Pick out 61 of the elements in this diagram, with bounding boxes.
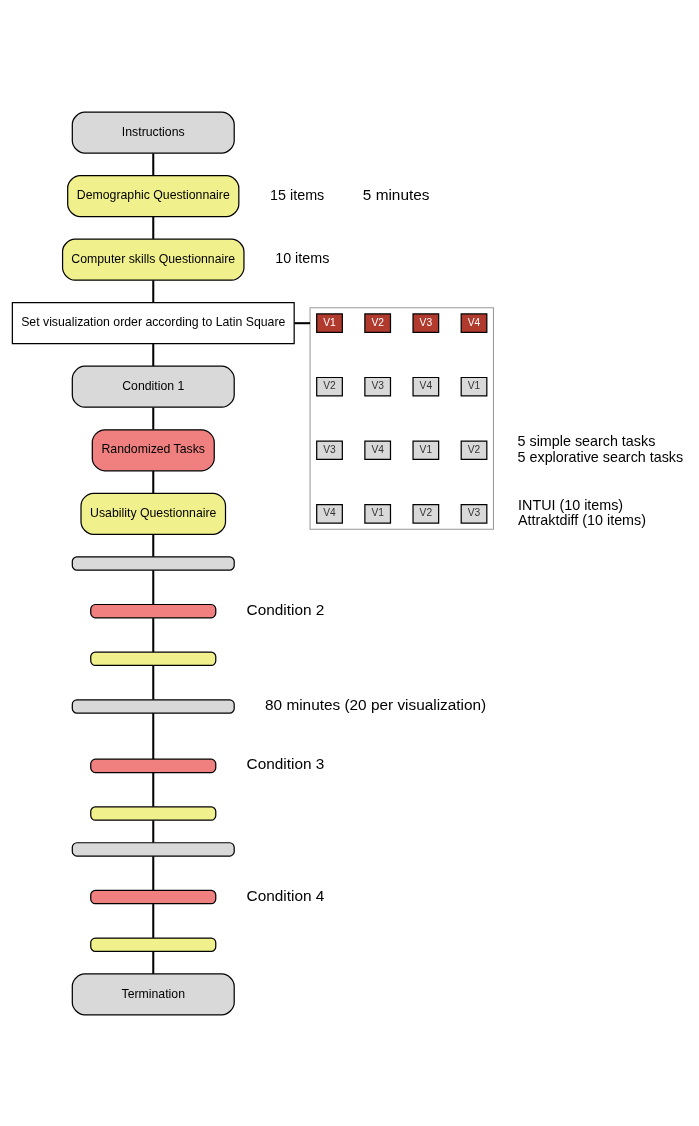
node-bar xyxy=(90,936,217,952)
node-box: V3 xyxy=(412,312,440,333)
node-box: V4 xyxy=(316,503,343,524)
label: Condition 3 xyxy=(246,754,325,772)
connector xyxy=(152,280,155,302)
node-box: V2 xyxy=(364,312,392,333)
node-bar xyxy=(71,698,235,714)
connector xyxy=(152,570,155,604)
node-bar xyxy=(90,805,217,821)
connector xyxy=(152,951,155,974)
node-box: Instructions xyxy=(71,111,235,154)
node-box: V1 xyxy=(412,439,440,460)
cluster xyxy=(309,306,494,530)
node-box: V3 xyxy=(364,376,392,397)
node-box: Set visualization order according to Latin Square xyxy=(11,301,295,344)
node-box: Usability Questionnaire xyxy=(80,492,227,535)
node-bar xyxy=(90,603,217,618)
connector xyxy=(152,617,155,652)
node-box: Computer skills Questionnaire xyxy=(61,238,245,281)
node-box: V2 xyxy=(460,439,488,460)
node-label: INTUI (10 items) xyxy=(518,496,624,513)
node-box: V1 xyxy=(460,376,488,397)
connector xyxy=(152,407,155,429)
node-bar xyxy=(90,758,217,773)
node-label: 15 items xyxy=(270,186,325,203)
node-label: 10 items xyxy=(275,249,330,266)
node-bar xyxy=(71,841,235,857)
label: Condition 4 xyxy=(246,886,325,904)
connector xyxy=(152,470,155,493)
connector xyxy=(152,712,155,759)
connector xyxy=(294,321,311,324)
connector xyxy=(152,216,155,239)
node-box: V4 xyxy=(412,376,440,397)
connector xyxy=(152,855,155,890)
connector xyxy=(152,343,155,366)
node-box: V2 xyxy=(412,503,440,524)
node-box: Randomized Tasks xyxy=(91,428,215,471)
connector xyxy=(152,665,155,700)
node-bar xyxy=(71,555,235,571)
node-box: V2 xyxy=(316,376,343,397)
node-box: V1 xyxy=(364,503,392,524)
node-box: V3 xyxy=(316,439,343,460)
label: 5 minutes xyxy=(362,185,430,203)
node-label: 5 explorative search tasks xyxy=(517,448,684,465)
node-box: V4 xyxy=(460,312,488,333)
node-box: Condition 1 xyxy=(71,365,235,408)
connector xyxy=(152,903,155,938)
node-box: V1 xyxy=(316,312,343,333)
node-box: V4 xyxy=(364,439,392,460)
connector xyxy=(152,772,155,807)
node-label: 5 simple search tasks xyxy=(517,432,656,449)
node-box: V3 xyxy=(460,503,488,524)
node-bar xyxy=(90,651,217,666)
connector xyxy=(152,152,155,175)
connector xyxy=(152,534,155,557)
node-box: Termination xyxy=(71,972,235,1015)
connector xyxy=(152,819,155,843)
label: Condition 2 xyxy=(246,600,325,618)
node-bar xyxy=(90,889,217,904)
node-box: Demographic Questionnaire xyxy=(67,174,240,217)
label: 80 minutes (20 per visualization) xyxy=(265,695,487,713)
